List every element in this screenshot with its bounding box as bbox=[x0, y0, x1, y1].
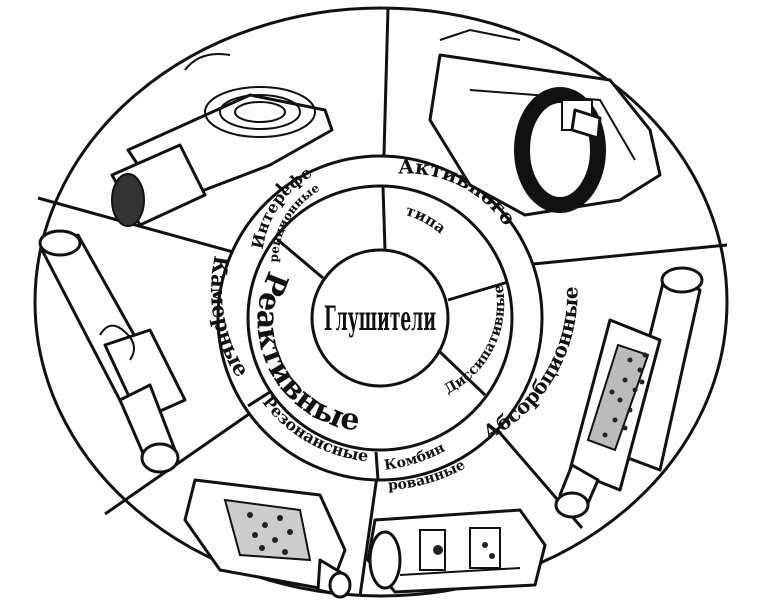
chamber-muffler-illustration bbox=[38, 229, 187, 474]
absorption-muffler-illustration bbox=[554, 266, 704, 519]
center-title: Глушители bbox=[324, 299, 436, 339]
active-muffler-illustration bbox=[428, 28, 662, 217]
center-circle bbox=[310, 248, 450, 388]
combined-muffler-illustration bbox=[366, 508, 547, 594]
resonance-muffler-illustration bbox=[183, 478, 352, 599]
middle-ring bbox=[246, 184, 514, 452]
ring-dividers bbox=[247, 186, 509, 481]
interference-muffler-illustration bbox=[110, 53, 334, 227]
